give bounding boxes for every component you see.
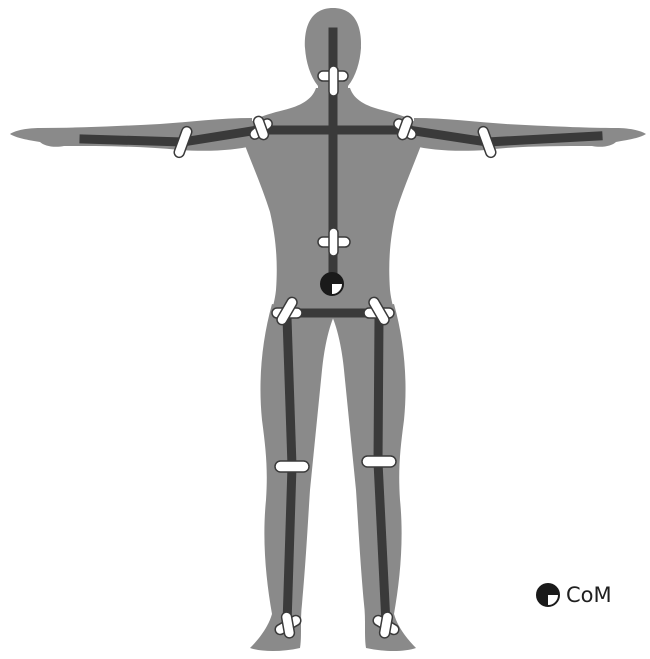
left-knee-marker xyxy=(275,461,309,472)
right-forearm-segment xyxy=(487,136,598,142)
right-thigh-segment xyxy=(378,318,379,462)
center-of-mass-marker xyxy=(321,273,343,295)
legend: CoM xyxy=(537,583,612,607)
right-leg-shape xyxy=(332,304,416,651)
head-marker-vertical xyxy=(329,66,338,96)
body-silhouette xyxy=(10,8,646,651)
left-shank-segment xyxy=(287,466,292,624)
chest-marker-vertical xyxy=(329,228,338,256)
left-forearm-segment xyxy=(84,139,183,142)
right-knee-marker xyxy=(362,456,396,467)
left-thigh-segment xyxy=(287,318,292,466)
center-of-mass-icon xyxy=(537,584,559,606)
legend-label: CoM xyxy=(566,583,612,607)
